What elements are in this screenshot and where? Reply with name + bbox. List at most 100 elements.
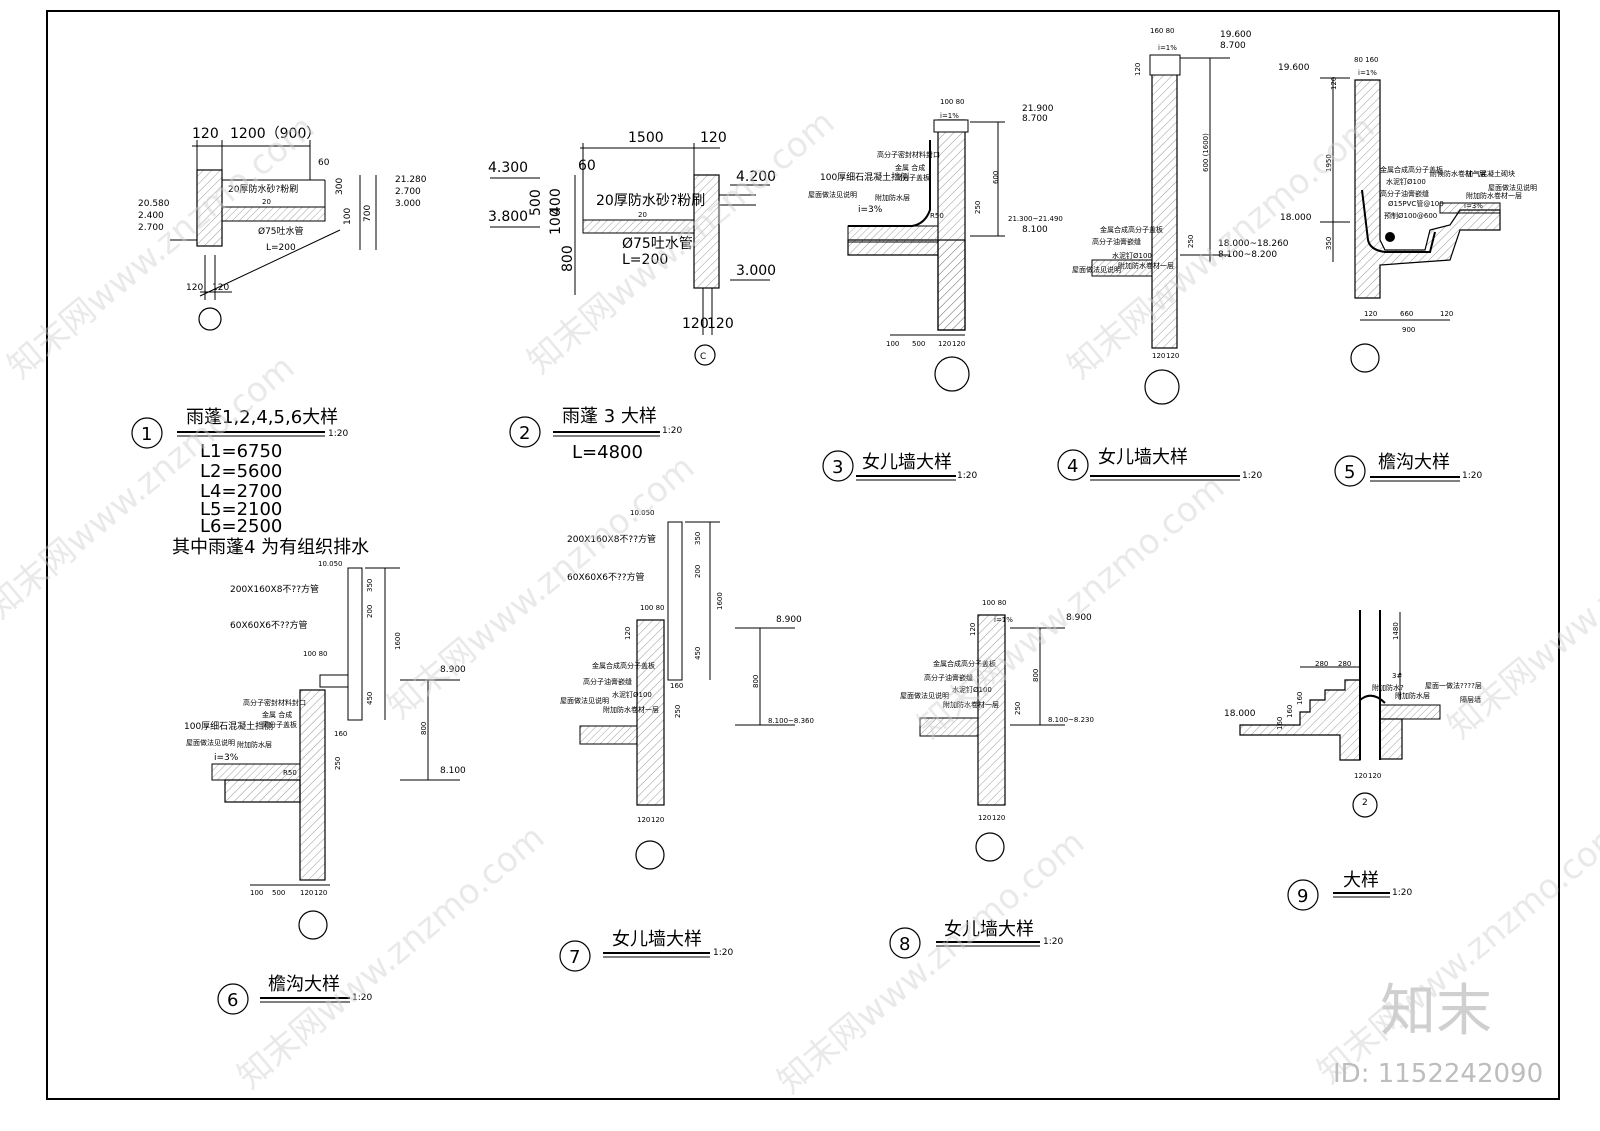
d9-s1: 3# [1392,672,1402,680]
d6-b2: 500 [272,889,285,897]
title-6-text: 檐沟大样 [268,974,340,995]
title-4: 4 女儿墙大样 1:20 [1057,447,1262,481]
sheet-border [46,10,1560,1100]
d8-d120: 120 [969,623,977,636]
d5-n9: 预制Ø100@600 [1384,211,1437,220]
d6-slope: i=3% [214,753,239,763]
d3-n1: 高分子密封材料封口 [877,150,940,159]
d4-n1: 金属合成高分子盖板 [1100,225,1163,234]
d2-e1: 4.300 [488,160,528,176]
d1-d20: 20 [262,198,271,206]
watermark-text: 知末网www.znzmo.com [230,817,552,1096]
d5-b2: 660 [1400,310,1413,318]
d6-e1: 8.900 [440,665,466,675]
d1-dim-120: 120 [192,126,219,142]
d9-d1480: 1480 [1392,622,1400,640]
d7-top: 100 80 [640,604,665,612]
d5-n2: 水泥钉Ø100 [1386,177,1426,186]
d4-b1: 120 [1152,352,1165,360]
title-2-text: 雨蓬 3 大样 [562,406,657,427]
d5-d350: 350 [1325,237,1333,250]
note-l1: L1=6750 [200,441,282,462]
d1-d300: 300 [335,178,345,195]
d6-d800: 800 [420,722,428,735]
d6-d250: 250 [334,757,342,770]
title-8-scale: 1:20 [1043,937,1063,947]
d1-d700: 700 [363,205,373,222]
d5-d120: 120 [1330,77,1338,90]
d5-e2: 18.000 [1280,213,1312,223]
d2-d120: 120 [700,130,727,146]
d3-b2: 500 [912,340,925,348]
title-5-text: 檐沟大样 [1378,452,1450,473]
d8-b2: 120 [992,814,1005,822]
d3-n6: 附加防水层 [875,193,910,202]
d3-e1: 21.900 [1022,104,1054,114]
d3-b3: 120 [938,340,951,348]
d4-n4: 屋面做法见说明 [1072,265,1121,274]
d8-i1: i=1% [994,616,1013,624]
d6-e0: 10.050 [318,560,343,568]
d2-b1: 120 [682,316,709,332]
d1-e5: 2.700 [395,187,421,197]
d5-e1: 19.600 [1278,63,1310,73]
note-l6: L6=2500 [200,516,282,537]
d8-e1: 8.900 [1066,613,1092,623]
d5-n8: 附加防水卷材一层 [1466,191,1522,200]
d6-b1: 100 [250,889,263,897]
title-3-scale: 1:20 [957,471,977,481]
d7-b1: 120 [637,816,650,824]
d1-e4: 21.280 [395,175,427,185]
d4-top: 160 80 [1150,27,1175,35]
d5-n7: 屋面做法见说明 [1488,183,1537,192]
title-7-num: 7 [569,947,580,968]
d7-d450: 450 [694,647,702,660]
d5-i1: i=1% [1358,69,1377,77]
d1-b1: 120 [186,283,203,293]
d2-e3: 4.200 [736,169,776,185]
d6-n2: 金属 合成 [262,710,292,719]
d4-d120: 120 [1134,63,1142,76]
d2-d800: 800 [560,245,576,272]
d3-r: R50 [930,212,944,220]
d6-n3: 高分子盖板 [262,720,297,729]
d6-d450: 450 [366,692,374,705]
d3-top: 100 80 [940,98,965,106]
title-4-text: 女儿墙大样 [1098,447,1188,468]
d8-d250: 250 [1014,702,1022,715]
d4-e2: 8.700 [1220,41,1246,51]
d7-d120: 120 [624,627,632,640]
d5-n4: Ø15PVC管@100 [1388,199,1444,208]
d5-n5: 耐候防水卷材一层 [1430,169,1486,178]
d3-e4: 8.100 [1022,225,1048,235]
d9-d160b: 160 [1296,692,1304,705]
d2-d400: 400 [548,188,564,215]
d6-n5: 屋面做法见说明 [186,738,235,747]
watermark-text: 知末网www.znzmo.com [520,102,842,381]
d3-e3: 21.300~21.490 [1008,215,1063,223]
d5-top: 80 160 [1354,56,1379,64]
title-3: 3 女儿墙大样 1:20 [822,450,977,482]
watermark-text: 知末网www.znzmo.com [1310,812,1600,1091]
title-6-num: 6 [227,990,238,1011]
detail-4: 160 80 i=1% 120 19.600 8.700 18.000~18.2… [1072,27,1289,405]
d4-n2: 高分子油膏嵌缝 [1092,237,1141,246]
d6-top: 100 80 [303,650,328,658]
title-9-scale: 1:20 [1392,888,1412,898]
d7-d350: 350 [694,532,702,545]
d8-n5: 附加防水卷材一层 [943,700,999,709]
note-l: L=4800 [572,442,643,463]
d2-pipe-l: L=200 [622,252,668,268]
d9-b1: 120 [1354,772,1367,780]
title-2-num: 2 [519,423,530,444]
d3-d250: 250 [974,201,982,214]
title-1-num: 1 [141,424,152,445]
d6-d1600: 1600 [394,632,402,650]
d5-n3: 高分子油膏嵌缝 [1380,189,1429,198]
d7-n5: 附加防水卷材一层 [603,705,659,714]
d2-d20: 20 [638,211,647,219]
d1-mortar: 20厚防水砂?粉刷 [228,183,298,195]
d1-b2: 120 [212,283,229,293]
watermark-text: 知末网www.znzmo.com [1060,107,1382,386]
